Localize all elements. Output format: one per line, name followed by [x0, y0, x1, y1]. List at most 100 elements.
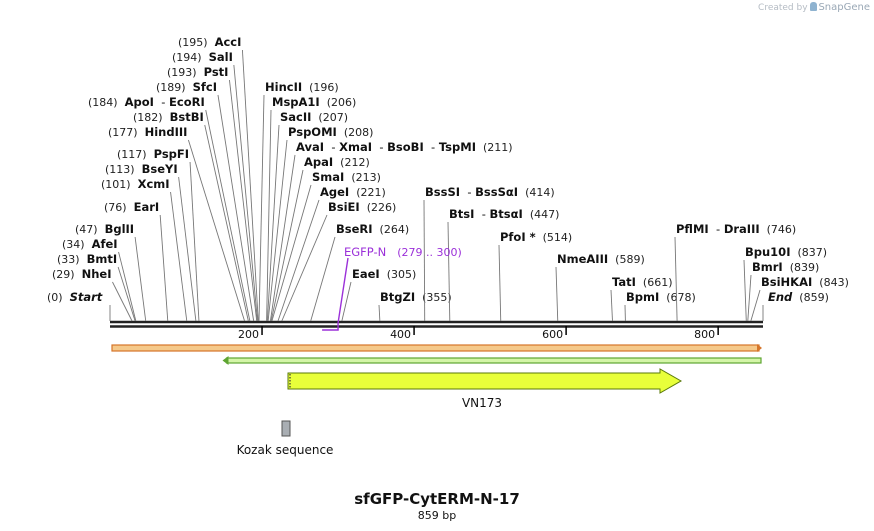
snapgene-credit: Created by SnapGene	[758, 2, 870, 13]
site-leader	[271, 184, 312, 322]
site-29: (29) NheI	[52, 267, 133, 322]
enzyme-separator: -	[460, 185, 475, 199]
enzyme-name: EarI	[134, 200, 160, 214]
site-33: (33) BmtI	[57, 252, 136, 322]
site-leader	[241, 49, 259, 322]
site-label: BseRI (264)	[336, 222, 409, 236]
enzyme-name: EcoRI	[169, 95, 205, 109]
plasmid-length: 859 bp	[417, 509, 457, 522]
credit-prefix: Created by	[758, 3, 808, 13]
site-leader	[266, 124, 280, 322]
site-leader	[447, 221, 451, 322]
site-305: EaeI (305)	[341, 267, 417, 322]
site-position: (207)	[318, 111, 348, 124]
enzyme-name: BsoBI	[387, 140, 424, 154]
site-label: (34) AfeI	[62, 237, 118, 251]
enzyme-name: EaeI	[352, 267, 380, 281]
site-position: (305)	[387, 268, 417, 281]
site-label: (33) BmtI	[57, 252, 117, 266]
site-226: BsiEI (226)	[281, 200, 396, 322]
site-position: (29)	[52, 268, 75, 281]
site-leader	[205, 109, 251, 322]
site-position: (196)	[309, 81, 339, 94]
site-position: (264)	[380, 223, 410, 236]
site-leader	[189, 161, 200, 322]
site-0: (0) Start	[47, 290, 111, 321]
enzyme-name: NheI	[82, 267, 112, 281]
site-label: (47) BglII	[75, 222, 134, 236]
site-position: (101)	[101, 178, 131, 191]
site-leader	[267, 139, 288, 322]
site-leader	[118, 251, 137, 322]
site-position: (661)	[643, 276, 673, 289]
site-label: AgeI (221)	[320, 185, 386, 199]
site-leader	[269, 154, 296, 322]
site-position: (355)	[422, 291, 452, 304]
enzyme-name: End	[768, 290, 793, 304]
site-label: TatI (661)	[612, 275, 673, 289]
site-leader	[750, 289, 761, 322]
site-position: (589)	[615, 253, 645, 266]
site-leader	[204, 124, 249, 322]
feature-vn173-label: VN173	[462, 396, 502, 410]
site-position: (189)	[156, 81, 186, 94]
ruler-tick-label: 800	[694, 328, 715, 341]
site-leader	[743, 259, 747, 322]
site-182: (182) BstBI	[133, 110, 249, 322]
vector-span-arrow-icon	[757, 344, 762, 352]
site-label: HincII (196)	[265, 80, 339, 94]
feature-vector-span	[111, 344, 760, 352]
enzyme-name: HindIII	[145, 125, 188, 139]
enzyme-name: PstI	[204, 65, 229, 79]
site-221: AgeI (221)	[277, 185, 386, 322]
site-label: MspA1I (206)	[272, 95, 356, 109]
site-661: TatI (661)	[610, 275, 673, 322]
enzyme-name: TatI	[612, 275, 636, 289]
enzyme-name: BmrI	[752, 260, 783, 274]
credit-brand: SnapGene	[818, 2, 870, 13]
site-196: HincII (196)	[258, 80, 339, 322]
site-position: (33)	[57, 253, 80, 266]
site-leader	[610, 289, 613, 322]
site-position: (221)	[356, 186, 386, 199]
site-207: SacII (207)	[266, 110, 348, 322]
site-position: (208)	[344, 126, 374, 139]
site-position: (113)	[105, 163, 135, 176]
site-839: BmrI (839)	[747, 260, 819, 322]
site-355: BtgZI (355)	[378, 290, 452, 322]
enzyme-separator: -	[424, 140, 439, 154]
ruler-tick-label: 200	[238, 328, 259, 341]
site-leader	[270, 169, 304, 322]
site-264: BseRI (264)	[310, 222, 409, 322]
site-589: NmeAIII (589)	[555, 252, 645, 322]
enzyme-name: PfoI *	[500, 230, 536, 244]
site-label: End (859)	[768, 290, 829, 304]
site-position: (193)	[167, 66, 197, 79]
site-leader	[170, 191, 188, 322]
site-76: (76) EarI	[104, 200, 169, 322]
site-414: BssSI - BssSαI (414)	[423, 185, 555, 322]
enzyme-name: HincII	[265, 80, 302, 94]
enzyme-name: PspOMI	[288, 125, 337, 139]
ruler-tick-label: 600	[542, 328, 563, 341]
site-746: PflMI - DraIII (746)	[674, 222, 796, 322]
site-206: MspA1I (206)	[266, 95, 356, 322]
feature-vn173-arrow	[287, 368, 683, 394]
site-label: (29) NheI	[52, 267, 111, 281]
site-position: (194)	[172, 51, 202, 64]
enzyme-name: BmtI	[87, 252, 118, 266]
enzyme-name: BtsI	[449, 207, 474, 221]
site-label: BtsI - BtsαI (447)	[449, 207, 559, 221]
site-208: PspOMI (208)	[267, 125, 374, 322]
site-678: BpmI (678)	[624, 290, 696, 322]
snapgene-logo-icon	[810, 2, 818, 11]
site-position: (34)	[62, 238, 85, 251]
site-34: (34) AfeI	[62, 237, 137, 322]
site-position: (213)	[351, 171, 381, 184]
enzyme-name: SacII	[280, 110, 311, 124]
primer-range: (279 .. 300)	[397, 246, 462, 259]
feature-kozak-box	[281, 420, 291, 437]
enzyme-name: SmaI	[312, 170, 344, 184]
site-447: BtsI - BtsαI (447)	[447, 207, 559, 322]
